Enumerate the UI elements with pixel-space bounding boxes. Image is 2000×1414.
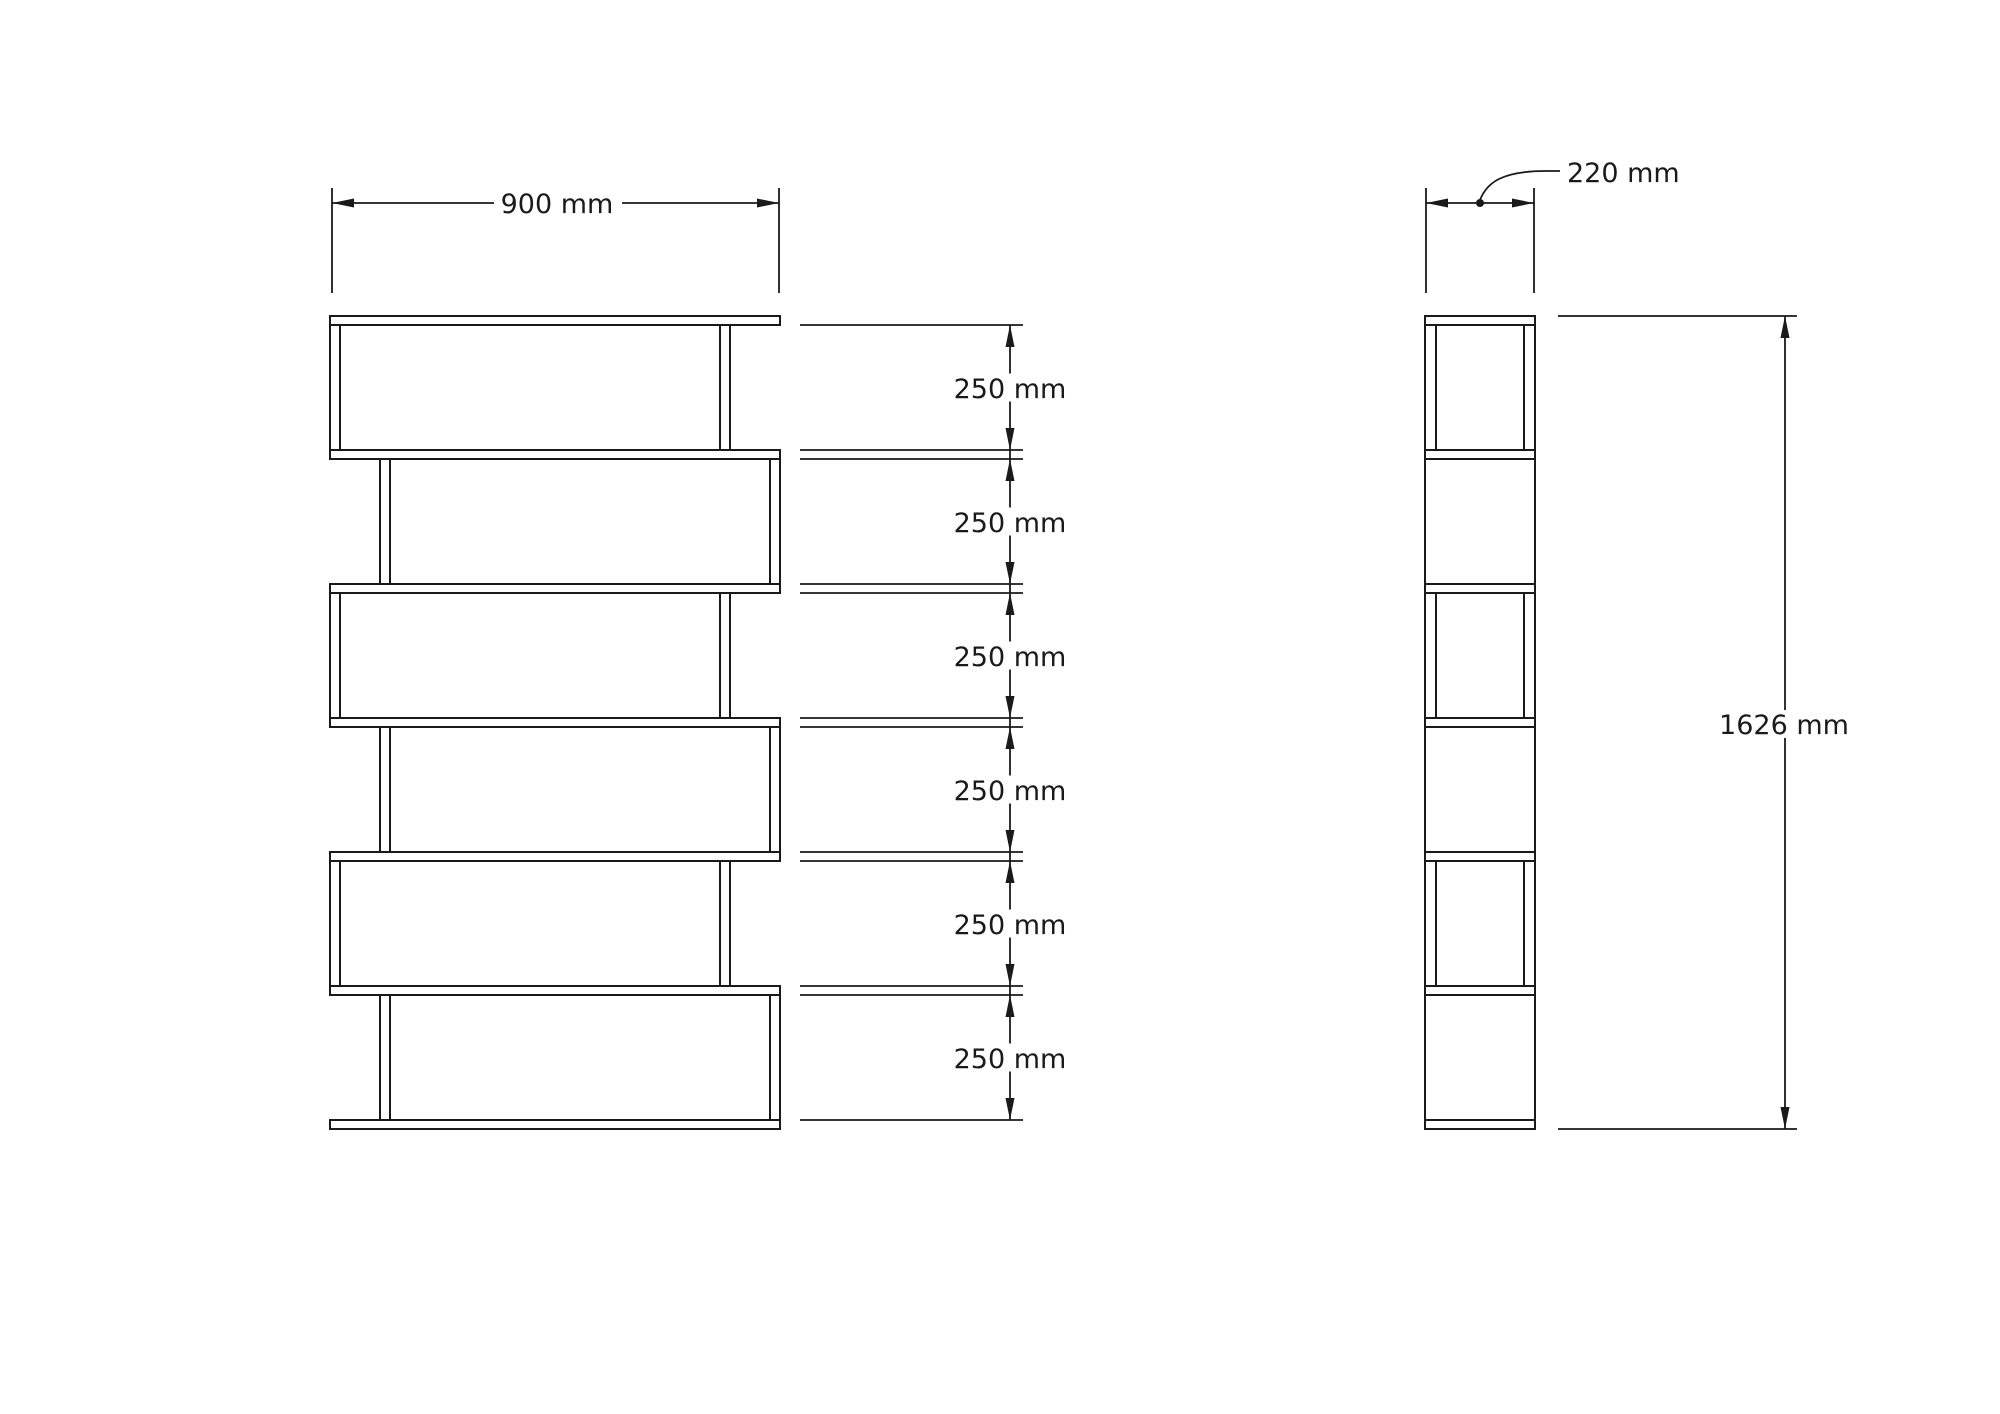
shelf-board-edge [1424,449,1536,460]
dimension-depth-220: 220 mm [1425,158,1680,293]
arrowhead-up [1005,593,1015,615]
arrowhead-left [332,198,354,208]
arrowhead-right [1512,198,1534,208]
leader-line [1479,170,1560,201]
label-backing [945,507,1075,536]
arrowhead-down [1005,1098,1015,1120]
arrowhead-up [1005,727,1015,749]
arrowhead-down [1005,428,1015,450]
height-dimension-label: 1626 mm [1719,710,1849,741]
side-panel-left [329,592,341,719]
dimension-width-900: 900 mm [331,188,780,293]
arrowhead-down [1005,696,1015,718]
shelf-board-edge [1424,1119,1536,1130]
side-panel-left [379,726,391,853]
side-view [1424,315,1536,1130]
side-panel-left [329,860,341,987]
shelf-board [329,449,781,460]
side-view-outline [1424,315,1536,1130]
dimension-height-1626: 1626 mm [1558,315,1854,1130]
side-panel-right [769,726,781,853]
label-backing [945,909,1075,938]
depth-dimension-label: 220 mm [1567,158,1680,189]
arrowhead-down [1780,1107,1790,1129]
side-panel-right [769,458,781,585]
label-backing [945,1043,1075,1072]
label-backing [945,373,1075,402]
arrowhead-down [1005,562,1015,584]
label-backing [1716,710,1854,738]
shelf-board-edge [1424,851,1536,862]
shelf-spacing-label-3: 250 mm [954,642,1067,673]
shelf-spacing-label-1: 250 mm [954,374,1067,405]
side-panel-left [379,458,391,585]
label-backing [494,189,622,217]
side-panel-right [719,860,731,987]
arrowhead-right [757,198,779,208]
shelf-spacing-label-2: 250 mm [954,508,1067,539]
shelf-spacing-label-6: 250 mm [954,1044,1067,1075]
arrowhead-up [1005,325,1015,347]
shelf-board [329,717,781,728]
shelf-board [329,985,781,996]
shelf-spacing-label-4: 250 mm [954,776,1067,807]
front-view [329,315,781,1130]
side-panel-left [379,994,391,1121]
arrowhead-up [1005,861,1015,883]
shelf-board [329,583,781,594]
side-panel-right [719,324,731,451]
shelf-board-edge [1424,583,1536,594]
side-panel-right [719,592,731,719]
side-panel-left [329,324,341,451]
side-panel-right [769,994,781,1121]
label-backing [945,775,1075,804]
shelf-board-edge [1424,717,1536,728]
dimension-shelf-spacing: 250 mm 250 mm 250 mm 250 mm 250 mm 250 m… [800,324,1075,1121]
shelf-board [329,851,781,862]
width-dimension-label: 900 mm [501,189,614,220]
arrowhead-up [1780,316,1790,338]
arrowhead-left [1426,198,1448,208]
leader-dot [1476,199,1484,207]
shelf-board [329,1119,781,1130]
arrowhead-up [1005,995,1015,1017]
label-backing [945,641,1075,670]
shelf-board [329,315,781,326]
arrowhead-down [1005,830,1015,852]
shelf-board-edge [1424,985,1536,996]
shelf-board-edge [1424,315,1536,326]
shelf-spacing-label-5: 250 mm [954,910,1067,941]
arrowhead-up [1005,459,1015,481]
arrowhead-down [1005,964,1015,986]
